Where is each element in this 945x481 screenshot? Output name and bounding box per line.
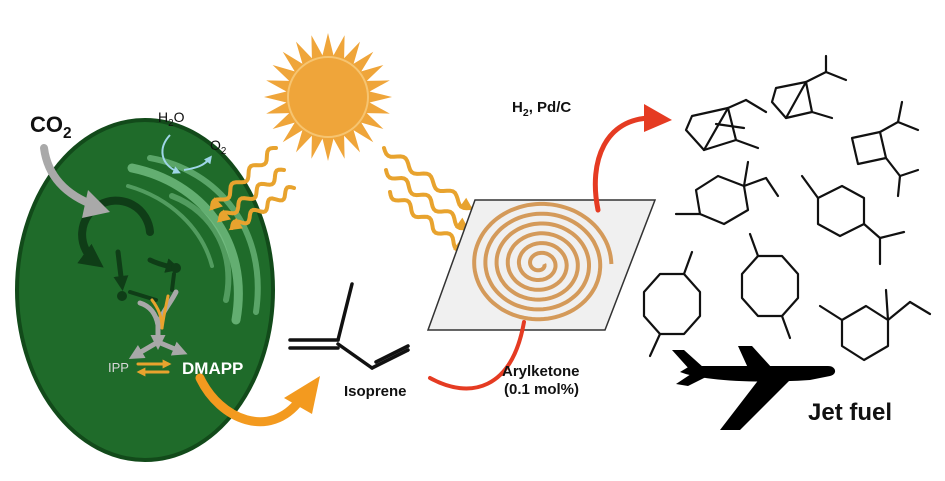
light-wave-icon [218,167,286,222]
cyclohexane-molecule [818,288,932,362]
metabolite-node [117,291,127,301]
cell-body [15,118,275,462]
dmapp-label: DMAPP [182,359,243,378]
h2o-label: H2O [158,109,185,129]
jet-fuel-label: Jet fuel [808,399,892,426]
light-wave-icon [230,184,296,230]
cyclooctane-molecule [642,250,702,358]
co2-label: CO2 [30,112,72,142]
bicyclic-molecule [684,98,768,152]
product-release-arrowhead [284,376,320,414]
light-wave-arrowhead [459,197,474,211]
o2-label: O2 [210,137,226,157]
light-wave-icon [384,168,468,231]
cyclobutane-molecule [850,100,920,198]
isoprene-to-catalyst-arrow [428,320,526,391]
cyclohexane-molecule [674,160,780,226]
sun-icon [264,33,392,161]
hydrogenation-arrow [592,115,655,213]
isoprene-molecule [288,282,410,370]
co2-intake-arrowhead [82,190,110,218]
light-wave-arrowhead [228,217,243,231]
light-wave-arrowhead [209,197,223,211]
hydrogenation-arrowhead [644,104,672,132]
light-wave-icon [210,146,278,210]
water-uptake-arrow [161,134,181,174]
hydrogenation-conditions: H2, Pd/C [512,99,571,119]
light-wave-arrowhead [216,209,231,223]
sun-disk [287,56,369,138]
bicyclic-molecule [770,54,848,120]
metabolite-node [171,263,181,273]
light-wave-icon [388,190,466,253]
oxygen-release-arrow [183,155,212,171]
airplane-icon [672,346,836,430]
catalyst-label-line1: Arylketone [502,363,580,380]
catalyst-label-line2: (0.1 mol%) [504,381,579,398]
catalyst-spiral [472,201,614,322]
cyclooctane-molecule [740,232,800,340]
light-wave-icon [382,146,472,211]
isoprene-label: Isoprene [344,383,407,400]
product-release-arrow [195,373,305,427]
cyclohexane-molecule [800,174,906,266]
ipp-label: IPP [108,360,129,375]
jet-fuel-molecules [642,54,932,362]
mep-pathway [128,289,188,377]
cyanobacterium-cell: IPP DMAPP [15,118,275,462]
thylakoid-membranes [126,155,261,325]
